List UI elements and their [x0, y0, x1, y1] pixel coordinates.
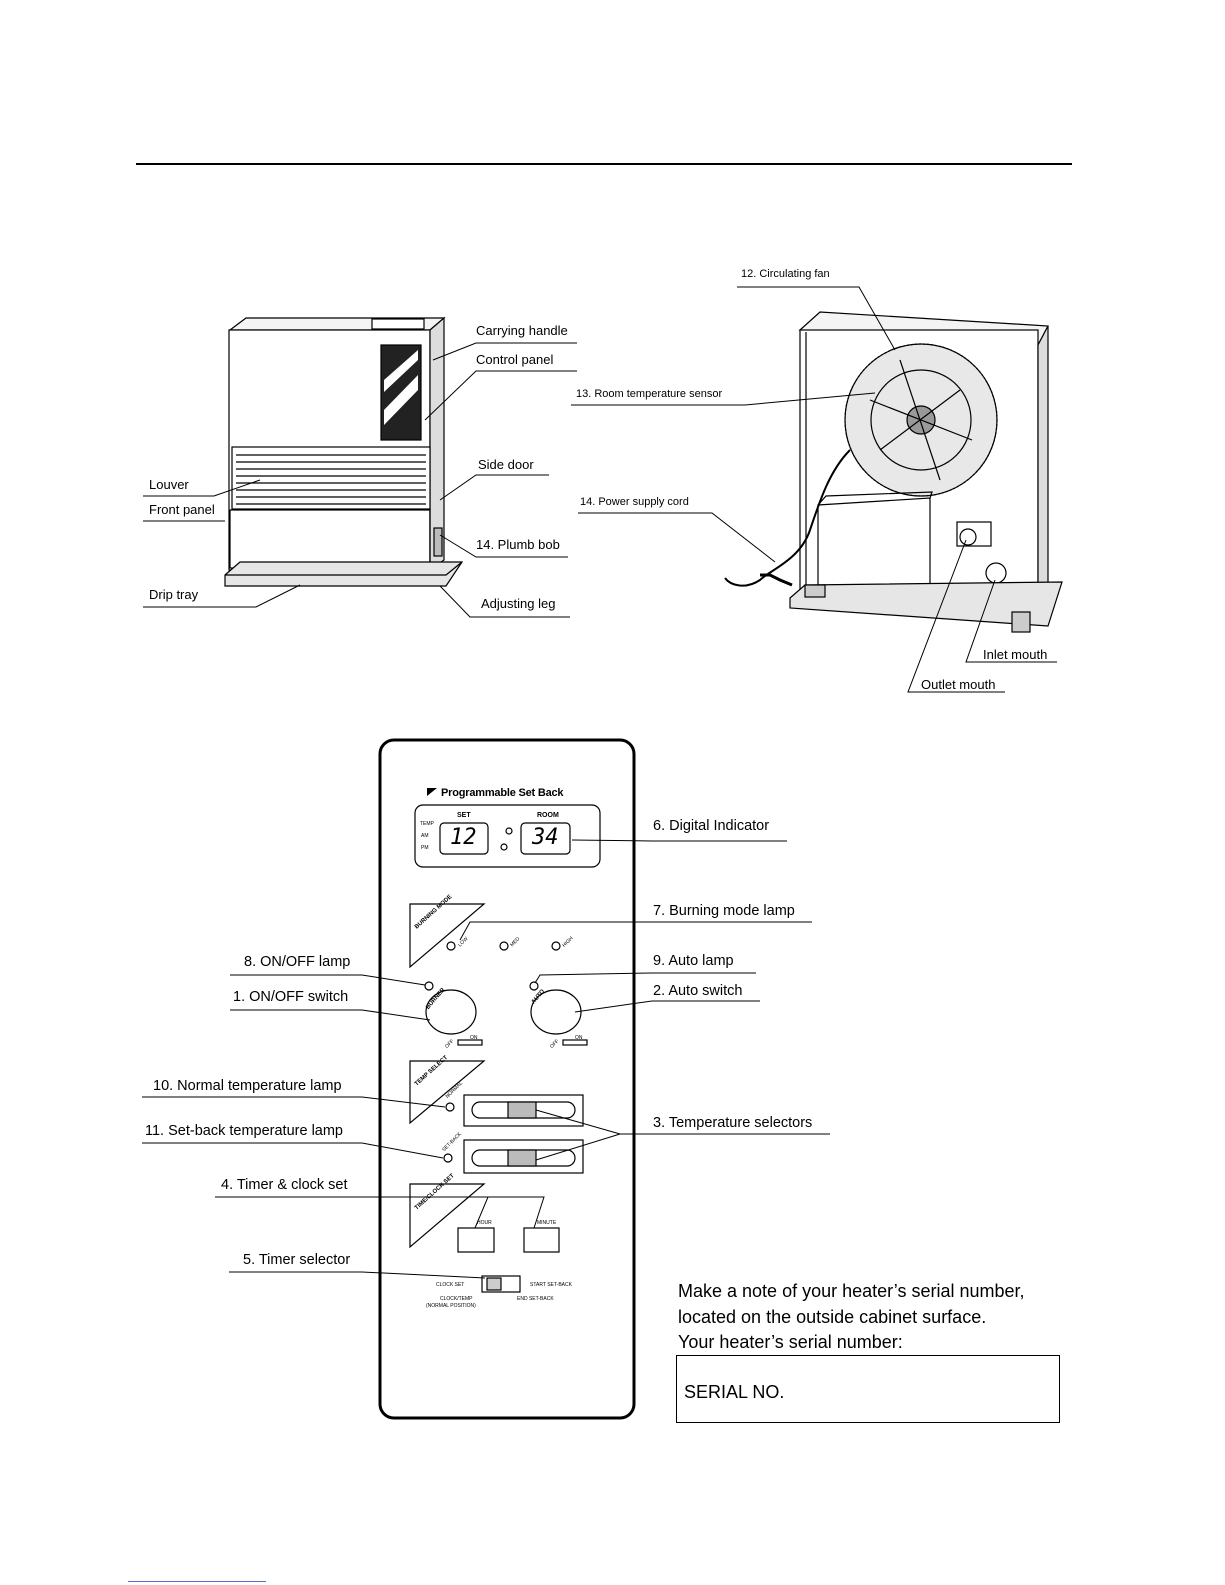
label-drip-tray: Drip tray: [149, 587, 199, 602]
start-set-back-label: START SET-BACK: [530, 1282, 572, 1288]
label-adjusting-leg: Adjusting leg: [481, 596, 556, 611]
callout-auto-lamp: 9. Auto lamp: [653, 953, 734, 969]
callout-on-off-switch: 1. ON/OFF switch: [233, 989, 349, 1005]
front-heater-illustration: [224, 316, 464, 587]
label-inlet-mouth: Inlet mouth: [983, 647, 1048, 662]
label-side-door: Side door: [478, 457, 534, 472]
hour-button[interactable]: [458, 1228, 494, 1252]
callout-on-off-lamp: 8. ON/OFF lamp: [244, 954, 351, 970]
minute-label: MINUTE: [537, 1220, 557, 1226]
end-set-back-label: END SET-BACK: [517, 1296, 554, 1302]
clock-temp-label: CLOCK/TEMP: [440, 1296, 473, 1302]
burner-on-label: ON: [470, 1035, 478, 1041]
note-line-1: Make a note of your heater’s serial numb…: [678, 1281, 1025, 1301]
label-plumb-bob: 14. Plumb bob: [476, 537, 560, 552]
normal-position-label: (NORMAL POSITION): [426, 1303, 476, 1309]
clock-set-label: CLOCK SET: [436, 1282, 465, 1288]
callout-timer-selector: 5. Timer selector: [243, 1252, 351, 1268]
note-line-2: located on the outside cabinet surface.: [678, 1307, 987, 1327]
label-control-panel: Control panel: [476, 352, 554, 367]
pm-label: PM: [421, 845, 429, 851]
bottom-link-underline: [128, 1581, 266, 1582]
label-power-supply-cord: 14. Power supply cord: [580, 496, 689, 508]
set-temp-value: 12: [450, 825, 477, 850]
top-rule: [136, 163, 1072, 165]
control-panel-illustration: [378, 738, 636, 1420]
label-louver: Louver: [149, 477, 189, 492]
callout-setback-temp-lamp: 11. Set-back temperature lamp: [145, 1123, 343, 1139]
minute-button[interactable]: [524, 1228, 559, 1252]
callout-burning-mode-lamp: 7. Burning mode lamp: [653, 903, 795, 919]
callout-timer-clock-set: 4. Timer & clock set: [221, 1177, 348, 1193]
rear-heater-illustration: [724, 311, 1063, 633]
room-label: ROOM: [537, 812, 559, 819]
label-front-panel: Front panel: [149, 502, 215, 517]
control-panel-title: Programmable Set Back: [441, 787, 564, 799]
auto-on-label: ON: [575, 1035, 583, 1041]
label-room-temp-sensor: 13. Room temperature sensor: [576, 388, 723, 400]
temp-label: TEMP: [420, 821, 434, 827]
serial-number-box[interactable]: [676, 1355, 1060, 1423]
label-circulating-fan: 12. Circulating fan: [741, 268, 830, 280]
note-line-3: Your heater’s serial number:: [678, 1332, 903, 1352]
label-carrying-handle: Carrying handle: [476, 323, 568, 338]
am-label: AM: [421, 833, 429, 839]
callout-normal-temp-lamp: 10. Normal temperature lamp: [153, 1078, 342, 1094]
room-temp-value: 34: [532, 825, 559, 850]
serial-number-label: SERIAL NO.: [684, 1382, 785, 1402]
callout-digital-indicator: 6. Digital Indicator: [653, 818, 770, 834]
hour-label: HOUR: [477, 1220, 492, 1226]
set-label: SET: [457, 812, 471, 819]
callout-temp-selectors: 3. Temperature selectors: [653, 1115, 813, 1131]
label-outlet-mouth: Outlet mouth: [921, 677, 996, 692]
callout-auto-switch: 2. Auto switch: [653, 983, 743, 999]
